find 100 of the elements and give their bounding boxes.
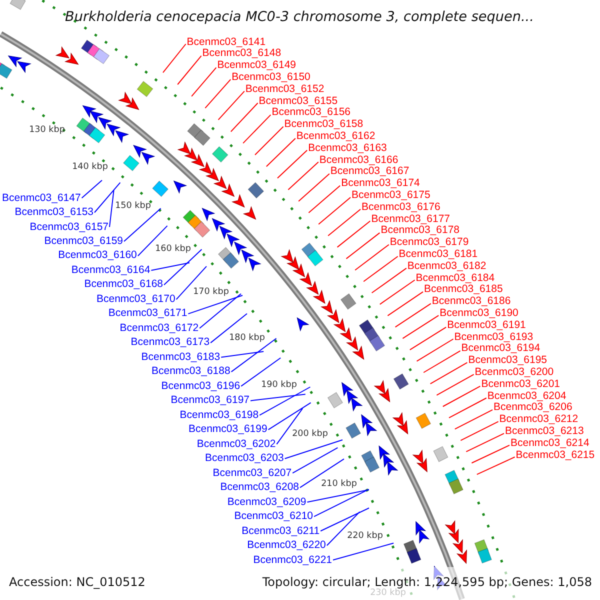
- leader-line: [292, 447, 338, 474]
- footer-text: Topology: circular; Length: 1,224,595 bp; Genes: 1,058: [262, 575, 592, 589]
- gene-label: Bcenmc03_6207: [212, 468, 292, 479]
- leader-line: [308, 185, 341, 214]
- leader-line: [288, 162, 319, 190]
- scale-label: 180 kbp: [229, 333, 265, 343]
- leader-line: [268, 402, 312, 430]
- gene-label: Bcenmc03_6141: [186, 36, 266, 48]
- leader-line: [454, 409, 493, 430]
- leader-line: [298, 173, 330, 202]
- leader-line: [230, 338, 277, 372]
- leader-line: [109, 190, 114, 228]
- leader-line: [346, 232, 380, 260]
- gene-label: Bcenmc03_6221: [253, 554, 332, 566]
- gene-label: Bcenmc03_6193: [454, 332, 534, 342]
- leader-line: [204, 78, 232, 109]
- leader-line: [300, 458, 344, 488]
- gene-label: Bcenmc03_6209: [227, 496, 306, 508]
- gene-label: Bcenmc03_6176: [362, 202, 440, 213]
- gene-label: Bcenmc03_6213: [505, 426, 584, 437]
- leader-line: [230, 102, 258, 132]
- leader-line: [448, 398, 487, 418]
- gene-label: Bcenmc03_6160: [58, 250, 137, 262]
- gene-label: Bcenmc03_6173: [130, 337, 210, 348]
- gene-label: Bcenmc03_6208: [220, 482, 299, 494]
- leader-line: [218, 90, 245, 120]
- gene-label: Bcenmc03_6202: [196, 438, 276, 450]
- leader-line: [220, 351, 264, 358]
- gene-label: Bcenmc03_6211: [242, 526, 320, 536]
- map-title: Burkholderia cenocepacia MC0-3 chromosome 3, complete sequen...: [65, 9, 534, 26]
- leader-line: [430, 362, 468, 384]
- gene-label: Bcenmc03_6191: [447, 320, 526, 331]
- leader-line: [314, 488, 370, 518]
- gene-label: Bcenmc03_6184: [416, 272, 495, 284]
- gene-label: Bcenmc03_6166: [319, 154, 398, 166]
- gene-label: Bcenmc03_6215: [516, 450, 595, 460]
- gene-label: Bcenmc03_6174: [341, 178, 420, 190]
- gene-label: Bcenmc03_6200: [474, 366, 554, 378]
- leader-line: [379, 280, 416, 305]
- leader-line: [402, 314, 440, 339]
- gene-label: Bcenmc03_6199: [188, 424, 268, 436]
- gene-label: Bcenmc03_6162: [296, 130, 376, 142]
- leader-line: [354, 244, 390, 271]
- scale-label: 140 kbp: [72, 162, 108, 172]
- leader-line: [259, 386, 311, 416]
- leader-line: [476, 456, 516, 475]
- gene-label: Bcenmc03_6157: [30, 222, 108, 232]
- gene-label: Bcenmc03_6177: [371, 214, 450, 224]
- leader-line: [81, 180, 102, 198]
- leader-line: [137, 225, 168, 256]
- gene-label: Bcenmc03_6172: [120, 322, 199, 334]
- gene-label: Bcenmc03_6171: [108, 308, 188, 320]
- leader-line: [332, 542, 394, 560]
- gene-label: Bcenmc03_6195: [468, 355, 547, 366]
- leader-line: [416, 338, 454, 362]
- leader-line: [94, 182, 121, 213]
- leader-line: [336, 220, 371, 248]
- gene-label: Bcenmc03_6206: [494, 402, 572, 414]
- scale-label: 160 kbp: [155, 244, 191, 254]
- leader-line: [266, 138, 296, 167]
- gene-label: Bcenmc03_6201: [481, 378, 560, 390]
- leader-line: [277, 150, 308, 179]
- leader-line: [394, 303, 432, 328]
- leader-line: [242, 114, 272, 144]
- scale-label: 220 kbp: [347, 531, 383, 541]
- gene-label: Bcenmc03_6212: [499, 414, 578, 426]
- gene-label: Bcenmc03_6164: [71, 264, 150, 276]
- gene-label: Bcenmc03_6163: [308, 142, 387, 154]
- gene-label: Bcenmc03_6183: [141, 352, 220, 363]
- leader-line: [177, 55, 202, 85]
- leader-line: [124, 208, 162, 242]
- leader-line: [460, 421, 499, 441]
- scale-label: 170 kbp: [193, 287, 229, 297]
- leader-line: [387, 291, 424, 316]
- leader-line: [320, 508, 370, 532]
- gene-label: Bcenmc03_6190: [440, 308, 518, 319]
- gene-label: Bcenmc03_6168: [84, 279, 163, 290]
- leader-line: [466, 432, 504, 452]
- gene-label: Bcenmc03_6158: [284, 119, 364, 130]
- leader-line: [423, 350, 461, 373]
- leader-line: [328, 208, 361, 236]
- leader-line: [471, 444, 510, 464]
- leader-line: [371, 268, 407, 294]
- gene-label: Bcenmc03_6147: [2, 192, 81, 204]
- gene-label: Bcenmc03_6153: [14, 207, 94, 218]
- scale-label: 130 kbp: [29, 125, 65, 135]
- leader-line: [318, 196, 351, 225]
- leader-line: [306, 489, 370, 503]
- leader-line: [250, 394, 306, 402]
- gene-label: Bcenmc03_6188: [152, 366, 230, 378]
- gene-label: Bcenmc03_6155: [258, 96, 338, 106]
- gene-label: Bcenmc03_6167: [330, 166, 410, 178]
- leader-line: [276, 408, 304, 445]
- gene-label: Bcenmc03_6197: [170, 395, 250, 406]
- leader-line: [363, 256, 398, 282]
- gene-label: Bcenmc03_6186: [432, 296, 511, 308]
- gene-label: Bcenmc03_6198: [180, 410, 259, 421]
- gene-label: Bcenmc03_6220: [247, 540, 326, 551]
- leader-line: [254, 126, 284, 156]
- scale-label: 200 kbp: [292, 429, 328, 439]
